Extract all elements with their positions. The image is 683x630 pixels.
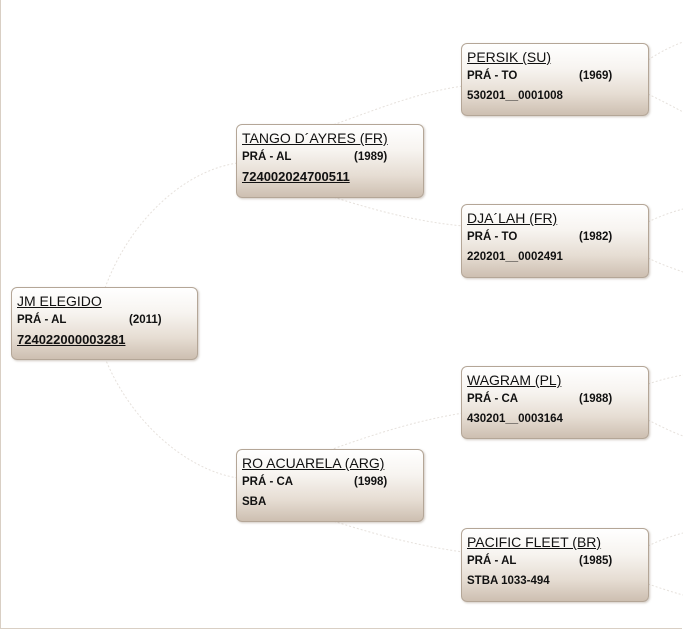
horse-year-dam-sire: (1988) — [579, 393, 613, 405]
horse-reg-sire-sire: 530201__0001008 — [467, 90, 563, 102]
connector-djalah-down — [647, 257, 683, 273]
horse-info-dam-dam: PRÁ - AL (1985) — [467, 551, 643, 571]
connector-pacific-up — [647, 532, 683, 547]
horse-reg-dam-sire: 430201__0003164 — [467, 413, 563, 425]
horse-reg-dam: SBA — [242, 496, 267, 508]
horse-year-dam: (1998) — [354, 476, 388, 488]
horse-name-dam-dam[interactable]: PACIFIC FLEET (BR) — [467, 534, 602, 550]
horse-reg-subject[interactable]: 724022000003281 — [17, 332, 126, 347]
horse-info-dam-sire: PRÁ - CA (1988) — [467, 389, 643, 409]
connector-sire-sire-sire — [329, 85, 464, 127]
horse-line-dam: PRÁ - CA — [242, 476, 294, 488]
connector-wagram-down — [647, 419, 683, 437]
connector-sire-sire-dam — [329, 195, 464, 227]
horse-card-sire-dam[interactable]: DJA´LAH (FR) PRÁ - TO (1982) 220201__000… — [461, 204, 649, 278]
connector-persik-up — [647, 41, 683, 61]
horse-line-sire-dam: PRÁ - TO — [467, 231, 518, 243]
horse-name-sire-dam[interactable]: DJA´LAH (FR) — [467, 210, 558, 226]
horse-info-sire: PRÁ - AL (1989) — [242, 147, 418, 167]
horse-line-dam-dam: PRÁ - AL — [467, 555, 517, 567]
connector-subject-dam — [104, 357, 239, 479]
horse-name-dam[interactable]: RO ACUARELA (ARG) — [242, 455, 385, 471]
horse-name-dam-sire[interactable]: WAGRAM (PL) — [467, 372, 562, 388]
horse-info-dam: PRÁ - CA (1998) — [242, 472, 418, 492]
horse-line-dam-sire: PRÁ - CA — [467, 393, 519, 405]
horse-card-sire[interactable]: TANGO D´AYRES (FR) PRÁ - AL (1989) 72400… — [236, 124, 424, 198]
horse-reg-sire[interactable]: 724002024700511 — [242, 169, 350, 184]
horse-card-dam-sire[interactable]: WAGRAM (PL) PRÁ - CA (1988) 430201__0003… — [461, 366, 649, 439]
connector-djalah-up — [647, 208, 683, 223]
horse-year-dam-dam: (1985) — [579, 555, 613, 567]
connector-pacific-down — [647, 583, 683, 596]
horse-line-sire: PRÁ - AL — [242, 151, 292, 163]
connector-wagram-up — [647, 374, 683, 385]
horse-name-sire[interactable]: TANGO D´AYRES (FR) — [242, 130, 388, 146]
horse-name-subject[interactable]: JM ELEGIDO — [17, 293, 102, 309]
horse-info-sire-dam: PRÁ - TO (1982) — [467, 227, 643, 247]
connector-subject-sire — [104, 162, 239, 289]
horse-year-sire: (1989) — [354, 151, 388, 163]
horse-reg-sire-dam: 220201__0002491 — [467, 251, 563, 263]
horse-line-sire-sire: PRÁ - TO — [467, 70, 518, 82]
horse-year-subject: (2011) — [129, 314, 162, 326]
horse-line-subject: PRÁ - AL — [17, 314, 67, 326]
horse-year-sire-dam: (1982) — [579, 231, 613, 243]
horse-info-subject: PRÁ - AL (2011) — [17, 310, 192, 330]
connector-dam-dam-dam — [329, 519, 464, 553]
horse-name-sire-sire[interactable]: PERSIK (SU) — [467, 49, 552, 65]
horse-year-sire-sire: (1969) — [579, 70, 613, 82]
horse-reg-dam-dam: STBA 1033-494 — [467, 575, 550, 587]
connector-persik-down — [647, 93, 683, 113]
horse-card-dam[interactable]: RO ACUARELA (ARG) PRÁ - CA (1998) SBA — [236, 449, 424, 522]
horse-card-dam-dam[interactable]: PACIFIC FLEET (BR) PRÁ - AL (1985) STBA … — [461, 528, 649, 602]
horse-info-sire-sire: PRÁ - TO (1969) — [467, 66, 643, 86]
horse-card-subject[interactable]: JM ELEGIDO PRÁ - AL (2011) 7240220000032… — [11, 287, 198, 360]
horse-card-sire-sire[interactable]: PERSIK (SU) PRÁ - TO (1969) 530201__0001… — [461, 43, 649, 116]
connector-dam-dam-sire — [329, 412, 464, 451]
